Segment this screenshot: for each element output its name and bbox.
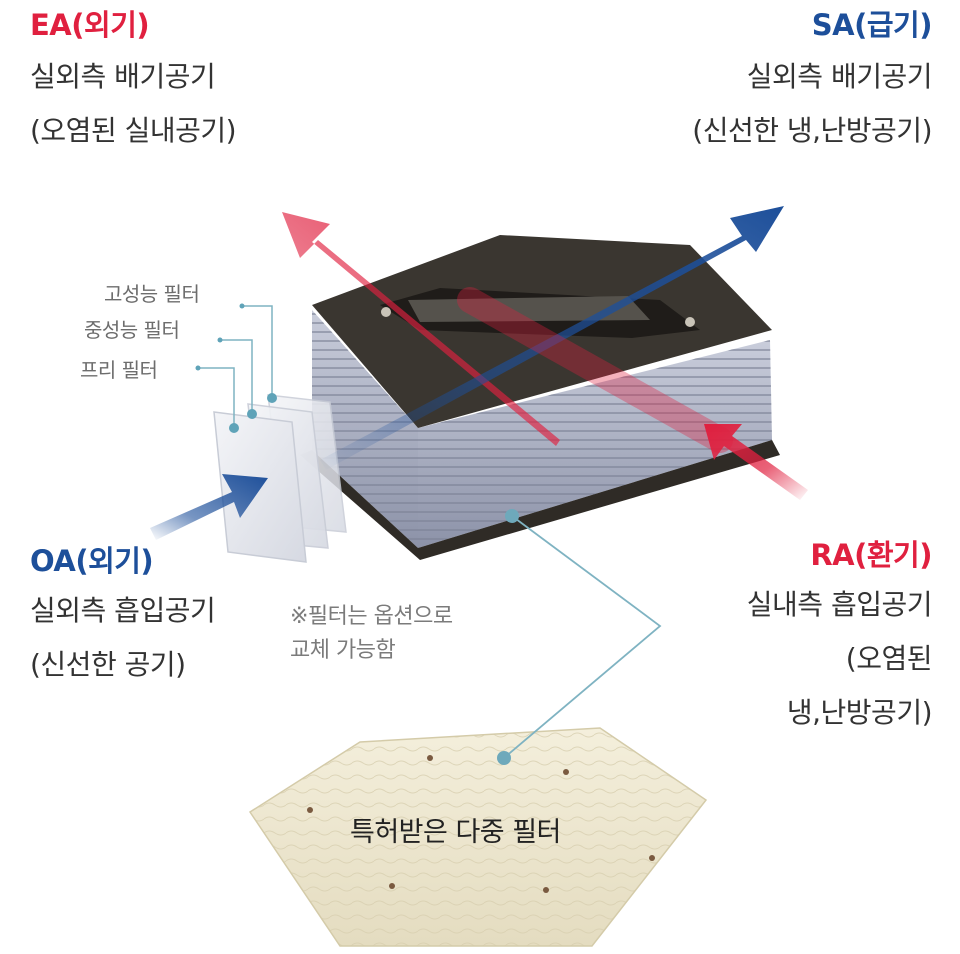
patent-filter-label: 특허받은 다중 필터 bbox=[350, 817, 561, 848]
ea-desc-line1: 실외측 배기공기 bbox=[30, 60, 216, 93]
filter-label-high: 고성능 필터 bbox=[104, 282, 200, 306]
oa-desc-line1: 실외측 흡입공기 bbox=[30, 594, 216, 627]
sa-title: SA(급기) bbox=[811, 8, 933, 42]
ra-desc-line1: 실내측 흡입공기 bbox=[746, 588, 933, 621]
note-line1: ※필터는 옵션으로 bbox=[290, 604, 453, 629]
heat-exchanger-unit bbox=[300, 235, 780, 560]
oa-title: OA(외기) bbox=[30, 544, 154, 578]
filter-label-medium: 중성능 필터 bbox=[84, 318, 180, 342]
filter-label-pre: 프리 필터 bbox=[80, 358, 158, 382]
ra-desc-line2: (오염된 bbox=[845, 642, 933, 675]
arrow-ra bbox=[457, 287, 808, 500]
ea-desc-line2: (오염된 실내공기) bbox=[30, 114, 237, 147]
note-line2: 교체 가능함 bbox=[290, 638, 396, 663]
arrow-ea bbox=[282, 212, 560, 446]
patent-filter-sheet bbox=[248, 727, 708, 947]
arrow-sa bbox=[320, 206, 784, 470]
patent-callout bbox=[497, 509, 662, 765]
arrow-oa bbox=[150, 474, 268, 540]
filter-callouts bbox=[195, 303, 277, 433]
sa-desc-line2: (신선한 냉,난방공기) bbox=[692, 114, 932, 147]
oa-desc-line2: (신선한 공기) bbox=[30, 648, 186, 681]
ea-title: EA(외기) bbox=[30, 8, 150, 42]
ra-title: RA(환기) bbox=[810, 538, 932, 572]
unit-handle bbox=[380, 288, 700, 338]
sa-desc-line1: 실외측 배기공기 bbox=[746, 60, 933, 93]
ra-desc-line3: 냉,난방공기) bbox=[786, 696, 933, 729]
